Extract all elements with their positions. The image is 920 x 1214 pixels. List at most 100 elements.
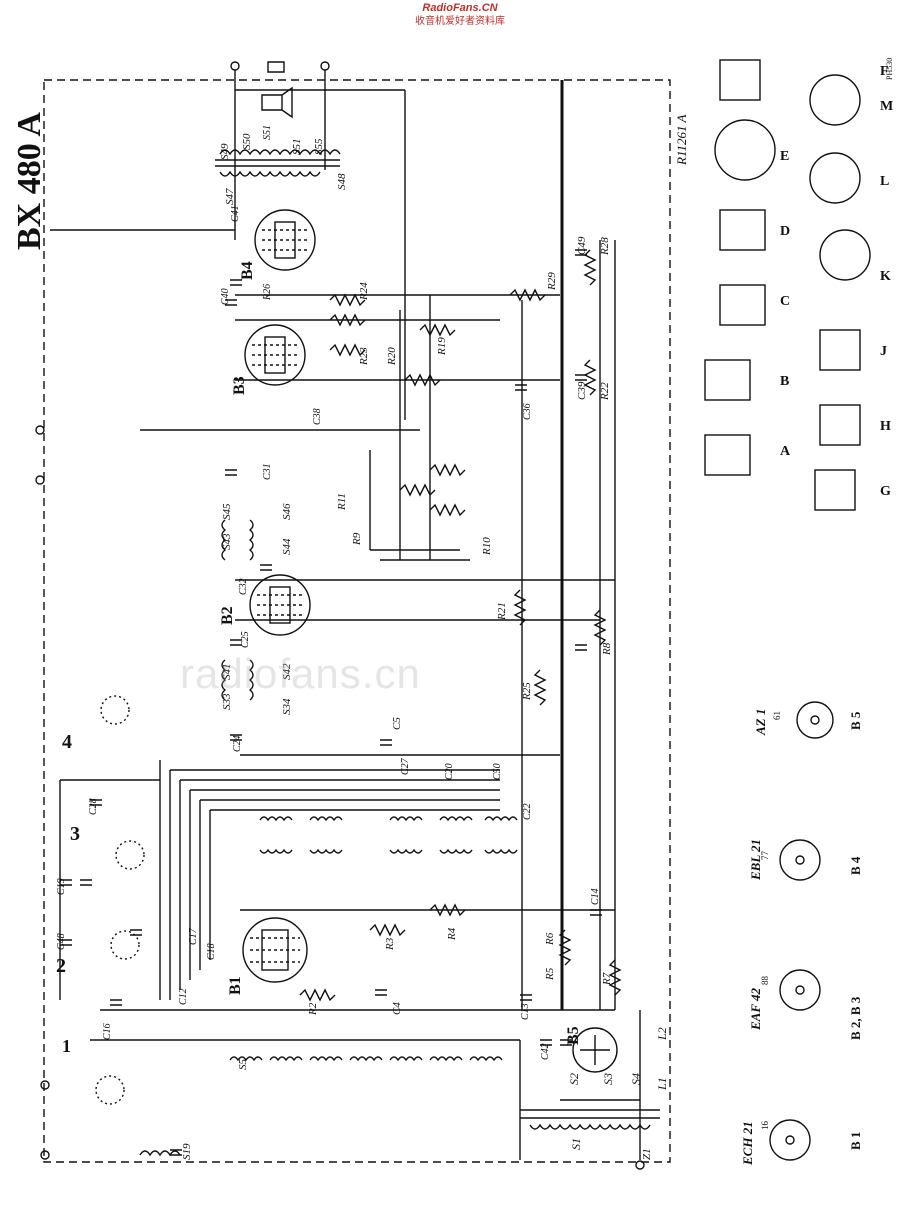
mains-terminal <box>635 1160 645 1170</box>
coil-letter-a: A <box>780 444 791 459</box>
label-s50: S55 <box>313 138 325 155</box>
tube-b3 <box>244 324 306 386</box>
coil-bank <box>139 519 518 1157</box>
tube-label-b2: B2 <box>219 606 236 625</box>
watermark-tagline: 收音机爱好者资料库 <box>415 16 505 27</box>
chassis-outline <box>43 79 671 1163</box>
coil-letter-l: L <box>880 174 889 189</box>
label-s46: S48 <box>336 173 348 190</box>
label-r26: R26 <box>262 284 273 301</box>
label-r3: R3 <box>384 937 396 951</box>
label-c41: C41 <box>230 205 241 222</box>
label-s1: S1 <box>569 1138 583 1150</box>
label-r10: R10 <box>481 537 493 556</box>
coil-letter-k: K <box>880 269 891 284</box>
label-c39: C39 <box>576 381 588 400</box>
speaker-icon <box>267 61 285 73</box>
tube-b2 <box>249 574 311 636</box>
coil-letter-h: H <box>880 419 891 434</box>
label-r29: R29 <box>546 272 558 291</box>
tube-b4 <box>254 209 316 271</box>
tube-type-ebl21: EBL 21 <box>748 839 763 881</box>
tube-pins-b1: B 1 <box>848 1132 863 1150</box>
label-r7: R7 <box>601 972 613 986</box>
drawing-reference: R11261 A <box>674 115 689 166</box>
switch-number-1: 1 <box>62 1036 71 1056</box>
label-r24: R23 <box>358 347 370 366</box>
label-s17: S19 <box>181 1143 193 1160</box>
label-s43: S45 <box>221 503 233 520</box>
label-r25: R24 <box>358 282 370 301</box>
coil-letter-f: F <box>880 64 889 79</box>
coil-box-diagrams <box>704 59 871 511</box>
label-s4: S4 <box>629 1073 643 1085</box>
tube-b1 <box>242 917 308 983</box>
tube-type-eaf42: EAF 42 <box>748 987 763 1031</box>
tube-pins-b5: B 5 <box>848 711 863 730</box>
label-c5: C5 <box>391 717 403 730</box>
label-c27: C28 <box>88 798 99 815</box>
label-s33: S41 <box>221 664 233 681</box>
capacitor-bank <box>60 249 602 1156</box>
label-r23: R25 <box>521 682 533 701</box>
label-c42: C42 <box>540 1043 551 1060</box>
speaker-terminal <box>230 61 240 71</box>
label-r21: R21 <box>496 602 508 621</box>
switch-number-4: 4 <box>62 731 72 753</box>
switch-number-2: 2 <box>56 955 66 977</box>
coil-letter-g: G <box>880 484 891 499</box>
power-transformer <box>520 1109 660 1130</box>
label-s34: S42 <box>281 663 293 680</box>
socket-number: 77 <box>760 851 770 861</box>
label-r2: R2 <box>307 1002 319 1016</box>
label-s47: S49 <box>219 143 231 160</box>
aerial-terminal <box>40 1150 50 1160</box>
label-c47: C48 <box>56 933 67 950</box>
label-r9: R9 <box>351 532 363 546</box>
tube-pins-b2-b3: B 2, B 3 <box>848 996 863 1040</box>
model-title: BX 480 A <box>11 112 48 250</box>
coil-letter-e: E <box>780 149 789 164</box>
label-s5: S5 <box>237 1059 249 1071</box>
tube-type-az1: AZ 1 <box>753 709 768 736</box>
label-r19: R19 <box>436 337 448 356</box>
label-r5: R5 <box>544 967 556 981</box>
label-c25: C27 <box>400 757 411 775</box>
output-transformer <box>215 149 341 177</box>
label-r28: R28 <box>599 237 611 256</box>
label-c4: C4 <box>391 1002 403 1015</box>
label-s48: S50 <box>241 133 253 150</box>
label-s31: S33 <box>221 693 233 710</box>
label-r8: R8 <box>601 642 613 656</box>
tube-label-b5: B5 <box>565 1026 582 1045</box>
label-r20: R20 <box>386 347 398 366</box>
label-c36: C36 <box>522 403 533 420</box>
label-s45: S47 <box>224 188 236 205</box>
label-c19: C20 <box>444 763 455 780</box>
tube-label-b1: B1 <box>227 976 244 995</box>
coil-letter-j: J <box>880 344 887 359</box>
label-s51: S51 <box>262 125 273 140</box>
label-c30: C31 <box>262 463 273 480</box>
coil-letter-m: M <box>880 99 893 114</box>
label-c18: C19 <box>56 878 67 895</box>
label-c24: C25 <box>240 631 251 648</box>
tube-pins-b4: B 4 <box>848 856 863 875</box>
label-l1: L1 <box>655 1077 669 1091</box>
tube-type-ech21: ECH 21 <box>740 1121 755 1166</box>
label-s49: S51 <box>291 139 303 156</box>
label-c48: C49 <box>576 236 588 255</box>
label-s44: S46 <box>281 503 293 520</box>
label-c31: C32 <box>238 578 249 595</box>
tube-b5 <box>572 1027 618 1073</box>
watermark-site: RadioFans.CN <box>422 2 498 14</box>
label-s41: S43 <box>221 533 233 550</box>
speaker-terminal <box>320 61 330 71</box>
resistor-bank <box>299 249 622 1002</box>
label-c15: C16 <box>102 1023 113 1040</box>
socket-number: 61 <box>772 711 782 720</box>
label-z1: Z1 <box>641 1148 653 1160</box>
coil-letter-d: D <box>780 224 790 239</box>
socket-number: 88 <box>760 976 770 986</box>
label-s32: S34 <box>281 698 293 715</box>
